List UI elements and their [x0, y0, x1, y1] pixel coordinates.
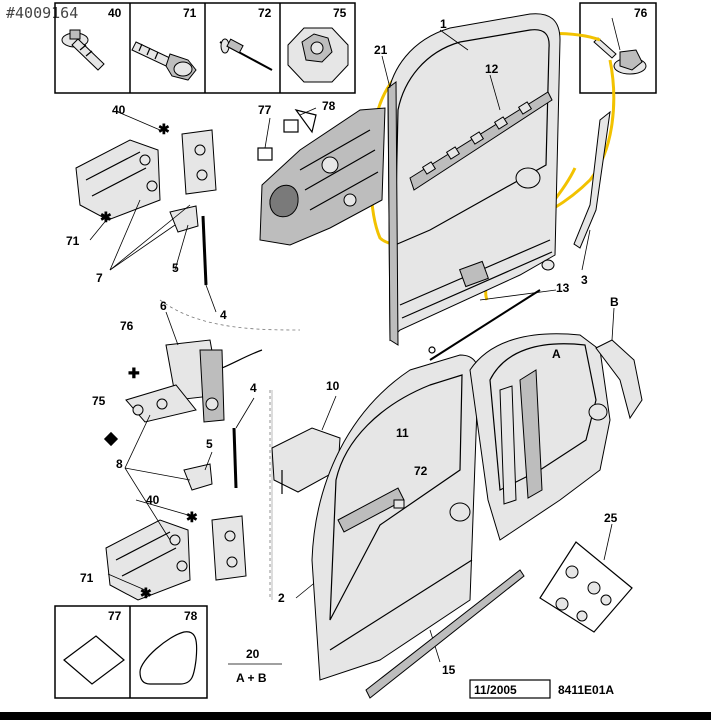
box-label-71: 71: [183, 6, 197, 20]
rivet-icon: [219, 38, 273, 71]
legend-number: 20: [246, 647, 260, 661]
label-72-mid: 72: [414, 464, 428, 478]
label-4-mid: 4: [250, 381, 257, 395]
box-label-40: 40: [108, 6, 122, 20]
page-id: #4009164: [6, 4, 79, 22]
sticker-77-small: [257, 119, 299, 161]
hex-bolt-icon: [131, 41, 197, 81]
label-B: B: [610, 295, 619, 309]
box-label-72: 72: [258, 6, 272, 20]
label-25: 25: [604, 511, 618, 525]
label-10: 10: [326, 379, 340, 393]
bottom-sticker-boxes: 77 78: [54, 605, 208, 699]
label-6: 6: [160, 299, 167, 313]
sticker-78-small: [294, 109, 317, 134]
label-71-bottom: 71: [80, 571, 94, 585]
fastener-box-76: [579, 2, 657, 94]
label-71-top: 71: [66, 234, 80, 248]
label-5-mid: 5: [206, 437, 213, 451]
svg-text:✱: ✱: [140, 585, 152, 601]
reference-markers: ✱ ✱ ✚ ✱ ✱: [100, 121, 198, 601]
label-15: 15: [442, 663, 456, 677]
svg-text:✱: ✱: [186, 509, 198, 525]
top-fastener-boxes: 40 71 72 75 76: [54, 2, 657, 94]
label-2: 2: [278, 591, 285, 605]
bottom-bar: [0, 712, 711, 720]
date-code: 11/2005: [474, 683, 517, 697]
label-40-bottom: 40: [146, 493, 160, 507]
hinge-alignment-dashes: [159, 299, 301, 600]
label-3: 3: [581, 273, 588, 287]
clip-kit-25: [539, 541, 633, 633]
drawing-ref: 8411E01A: [558, 683, 614, 697]
label-21: 21: [374, 43, 388, 57]
front-door: [387, 13, 561, 361]
box-label-77: 77: [108, 609, 122, 623]
box-label-78: 78: [184, 609, 198, 623]
small-flange-bolt-icon: [593, 37, 647, 75]
box-label-76: 76: [634, 6, 648, 20]
label-40-top: 40: [112, 103, 126, 117]
label-4-top: 4: [220, 308, 227, 322]
square-pad-icon: [63, 635, 125, 685]
cross-marker: ✱: [158, 121, 170, 137]
lower-hinge-assembly: [105, 515, 247, 601]
label-1: 1: [440, 17, 447, 31]
label-76-mid: 76: [120, 319, 134, 333]
flange-bolt-icon: [61, 29, 105, 71]
svg-text:✚: ✚: [128, 365, 140, 381]
label-77-top: 77: [258, 103, 272, 117]
drawing-reference: 11/2005 8411E01A: [469, 679, 614, 699]
label-8: 8: [116, 457, 123, 471]
upper-hinge-assembly: [75, 129, 217, 286]
rear-body-frame: [469, 333, 611, 541]
pillar-trim-3: [573, 110, 611, 249]
label-5-top: 5: [172, 261, 179, 275]
label-7: 7: [96, 271, 103, 285]
legend-text: A + B: [236, 671, 267, 685]
box-label-75: 75: [333, 6, 347, 20]
legend-20: 20 A + B: [228, 647, 282, 685]
label-75-mid: 75: [92, 394, 106, 408]
middle-hinge-assembly: [125, 339, 263, 491]
label-78-top: 78: [322, 99, 336, 113]
window-clips: [421, 101, 533, 175]
leader-lines: [89, 17, 621, 663]
sill-strip-15: [365, 569, 525, 699]
label-A: A: [552, 347, 561, 361]
triangle-pad-icon: [139, 631, 198, 685]
pillar-trim-B: [595, 339, 643, 420]
label-11: 11: [396, 426, 409, 440]
window-regulator: [259, 107, 386, 246]
cage-nut-icon: [287, 27, 349, 83]
svg-text:✱: ✱: [100, 209, 112, 225]
rear-door: [311, 354, 479, 681]
square-marker: [103, 431, 119, 447]
label-13: 13: [556, 281, 570, 295]
part-labels: 1 21 12 3 13 77 78 40 71 7 5 4 6 76 75 4…: [66, 17, 619, 677]
label-12: 12: [485, 62, 499, 76]
door-seal-strip-21: [387, 81, 399, 346]
